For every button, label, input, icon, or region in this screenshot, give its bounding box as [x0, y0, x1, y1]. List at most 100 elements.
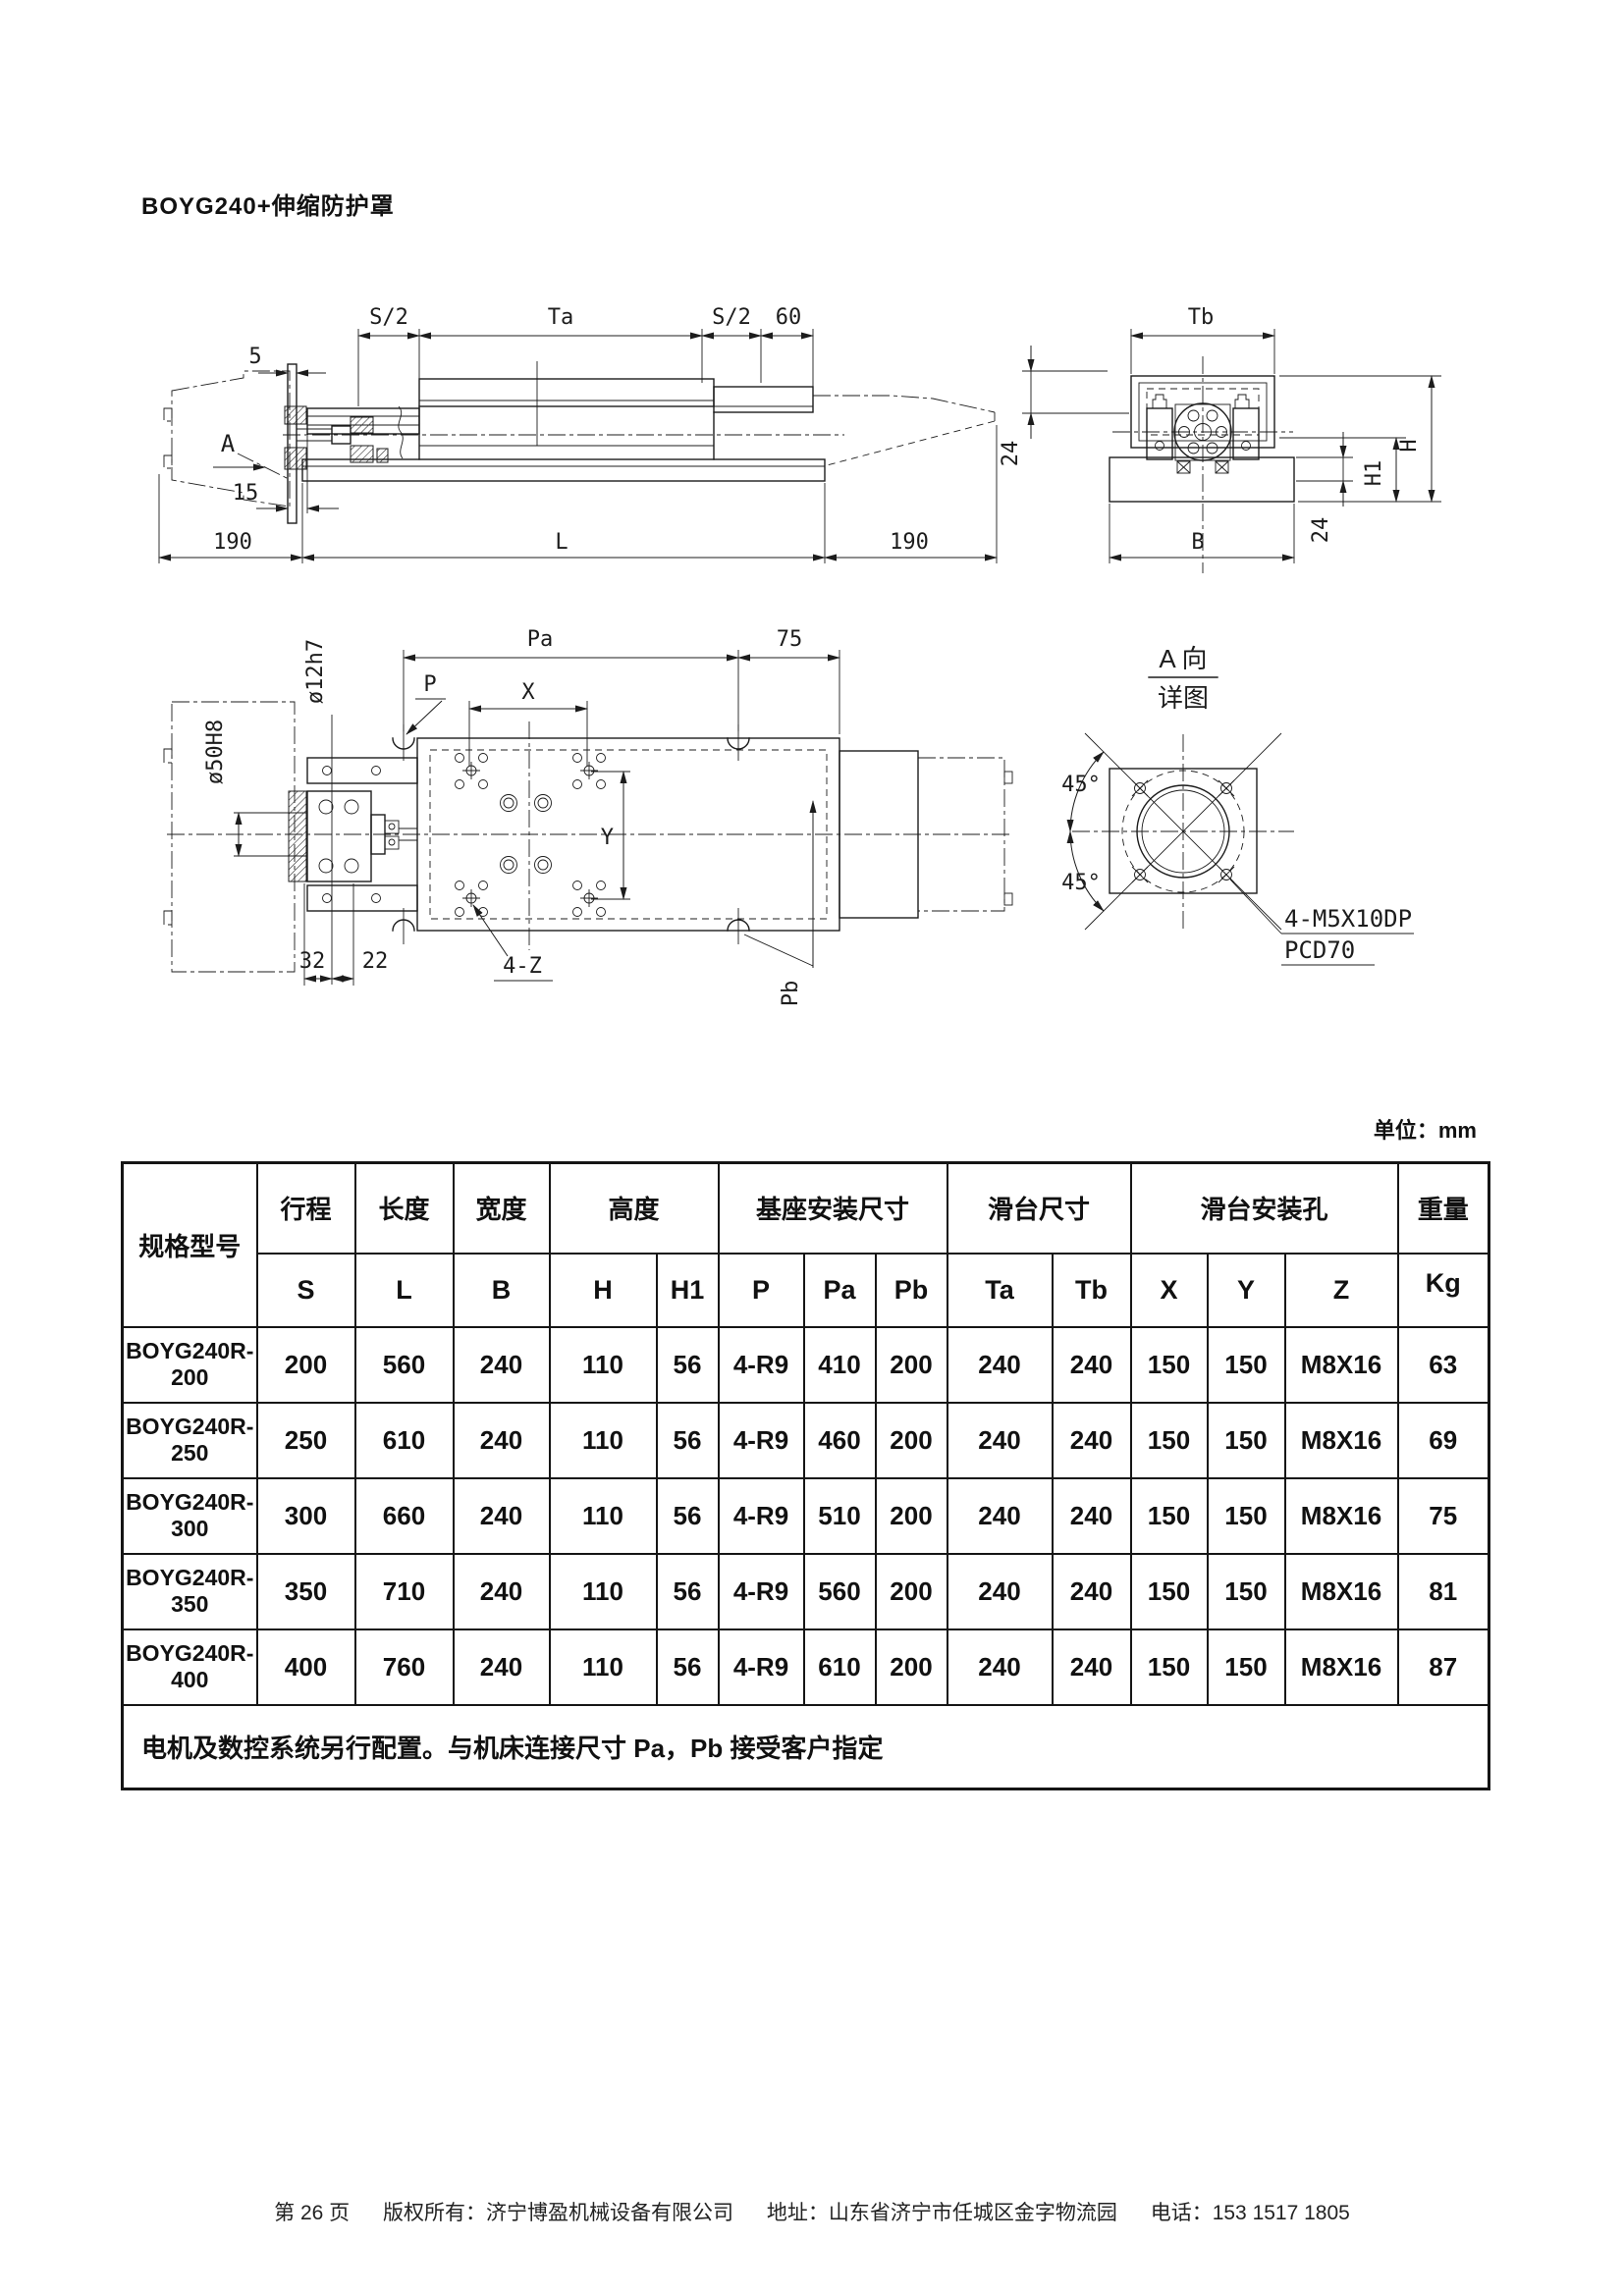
cell: 200 [874, 1476, 948, 1555]
dim-p-label: P [423, 672, 436, 697]
header-row-symbols: S L B H H1 P Pa Pb Ta Tb X Y Z Kg [123, 1252, 1490, 1328]
cell: 4-R9 [717, 1476, 805, 1555]
cell: 81 [1396, 1552, 1490, 1630]
dim-h: H [1279, 375, 1441, 503]
dim-4z-leader: 4-Z [472, 904, 553, 982]
cell: M8X16 [1283, 1401, 1399, 1479]
cell: 240 [946, 1401, 1054, 1479]
cell: 110 [548, 1476, 658, 1555]
col-header-length: 长度 [353, 1161, 455, 1255]
cell: 150 [1206, 1476, 1286, 1555]
cell: 460 [802, 1401, 877, 1479]
col-header-slide-holes: 滑台安装孔 [1129, 1161, 1399, 1255]
col-header-stroke: 行程 [255, 1161, 356, 1255]
cell: 240 [452, 1628, 551, 1706]
cell: 56 [655, 1325, 720, 1404]
cell: 110 [548, 1552, 658, 1630]
dim-s2-left: S/2 [357, 305, 420, 406]
dim-l: L [301, 483, 826, 563]
dim-p-leader: P [406, 672, 446, 735]
view-a-arrow: A [213, 430, 290, 480]
dim-32-label: 32 [299, 949, 326, 974]
cell: 510 [802, 1476, 877, 1555]
detail-callout-line2: PCD70 [1284, 936, 1355, 964]
dim-x: X [468, 680, 588, 766]
model-cell: BOYG240R-300 [121, 1476, 258, 1555]
cell: 150 [1129, 1552, 1209, 1630]
cell: 610 [353, 1401, 455, 1479]
footer-copyright: 版权所有：济宁博盈机械设备有限公司 [383, 2202, 734, 2224]
col-sub-pa: Pa [802, 1252, 877, 1328]
dim-24-bottom-label: 24 [1309, 517, 1333, 544]
footer-phone: 电话：153 1517 1805 [1150, 2202, 1350, 2224]
side-view-cover-and-slide [306, 378, 814, 460]
cell: 4-R9 [717, 1325, 805, 1404]
view-a-label: A [221, 430, 236, 457]
cell: 150 [1206, 1401, 1286, 1479]
cell: 110 [548, 1628, 658, 1706]
side-view-ballscrew [283, 416, 844, 463]
cell: M8X16 [1283, 1552, 1399, 1630]
col-header-weight: 重量 [1396, 1161, 1490, 1255]
cell: 200 [874, 1325, 948, 1404]
dim-dia12: ø12h7 [303, 639, 333, 985]
dim-75-label: 75 [777, 627, 803, 652]
cell: 200 [255, 1325, 356, 1404]
dim-190-left: 190 [158, 474, 303, 563]
col-sub-z: Z [1283, 1252, 1399, 1328]
cell: 75 [1396, 1476, 1490, 1555]
table-row: BOYG240R-300 300 660 240 110 56 4-R9 510… [121, 1476, 1490, 1555]
dim-32: 32 [299, 883, 333, 986]
dim-dia50-label: ø50H8 [203, 720, 228, 784]
cell: 87 [1396, 1628, 1490, 1706]
detail-callout-line1: 4-M5X10DP [1284, 905, 1412, 933]
page-title: BOYG240+伸缩防护罩 [141, 193, 395, 220]
detail-view-a-title: A 向 详图 [1148, 644, 1218, 713]
dim-22: 22 [331, 883, 388, 986]
cell: 56 [655, 1401, 720, 1479]
dim-h-label: H [1397, 439, 1422, 452]
dim-h1-label: H1 [1362, 460, 1386, 487]
cell: 240 [452, 1552, 551, 1630]
col-sub-y: Y [1206, 1252, 1286, 1328]
table-row: BOYG240R-250 250 610 240 110 56 4-R9 460… [121, 1401, 1490, 1479]
cell: 200 [874, 1628, 948, 1706]
col-sub-h1: H1 [655, 1252, 720, 1328]
plan-bearing-housing [288, 790, 417, 882]
cell: 150 [1129, 1628, 1209, 1706]
dim-y: Y [591, 771, 630, 900]
dim-60: 60 [760, 305, 814, 389]
cell: 760 [353, 1628, 455, 1706]
dim-s2-right-label: S/2 [712, 305, 751, 330]
cell: M8X16 [1283, 1476, 1399, 1555]
col-header-slide-size: 滑台尺寸 [946, 1161, 1132, 1255]
cell: M8X16 [1283, 1628, 1399, 1706]
footer-page-number: 第 26 页 [274, 2202, 351, 2224]
cell: 240 [452, 1325, 551, 1404]
cell: 4-R9 [717, 1401, 805, 1479]
dim-4z-label: 4-Z [503, 954, 542, 979]
detail-title-bottom: 详图 [1158, 683, 1209, 713]
cell: 150 [1129, 1401, 1209, 1479]
model-cell: BOYG240R-350 [121, 1552, 258, 1630]
col-header-height: 高度 [548, 1161, 720, 1255]
model-cell: BOYG240R-200 [121, 1325, 258, 1404]
cell: 56 [655, 1476, 720, 1555]
dim-b-label: B [1191, 530, 1204, 555]
cell: 110 [548, 1401, 658, 1479]
col-sub-x: X [1129, 1252, 1209, 1328]
dim-60-label: 60 [776, 305, 802, 330]
cell: 240 [946, 1628, 1054, 1706]
cell: 240 [452, 1401, 551, 1479]
cell: 240 [1051, 1552, 1132, 1630]
cell: 240 [1051, 1325, 1132, 1404]
table-note-row: 电机及数控系统另行配置。与机床连接尺寸 Pa，Pb 接受客户指定 [121, 1703, 1490, 1790]
detail-title-top: A 向 [1159, 644, 1207, 673]
dim-h1: H1 [1279, 437, 1406, 503]
cell: 300 [255, 1476, 356, 1555]
dim-tb-label: Tb [1188, 305, 1215, 330]
dim-y-label: Y [601, 826, 614, 850]
dim-190-left-label: 190 [213, 530, 252, 555]
cell: 63 [1396, 1325, 1490, 1404]
figure-side-end-view: 5 S/2 Ta S/2 60 A 15 190 [158, 305, 1441, 573]
